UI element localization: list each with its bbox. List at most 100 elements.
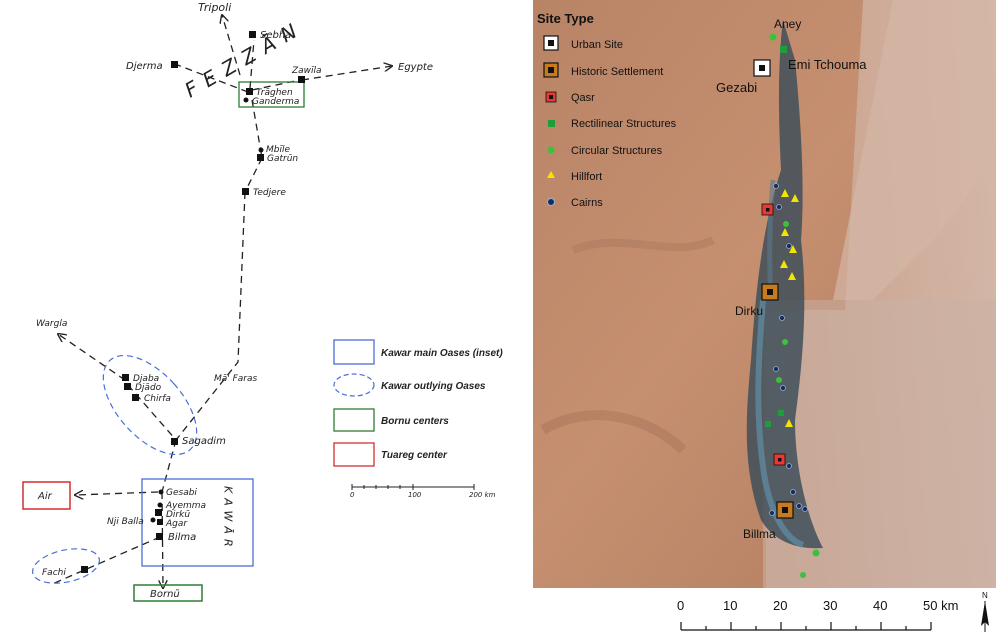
label-ma-faras: Mā' Faras bbox=[214, 374, 258, 384]
site-hillfort-5 bbox=[780, 260, 788, 268]
legend-swatch-kawar-outlying bbox=[333, 373, 375, 397]
legend-label-bornu: Bornu centers bbox=[381, 416, 449, 427]
label-gesabi: Gesabi bbox=[166, 488, 197, 498]
north-arrow-icon: N bbox=[981, 591, 989, 632]
label-air: Air bbox=[37, 491, 53, 502]
label-bornu: Bornū bbox=[150, 589, 180, 600]
scale-tick-30: 30 bbox=[823, 598, 837, 613]
legend-swatch-kawar-main bbox=[333, 339, 375, 365]
satellite-imagery bbox=[533, 0, 996, 640]
rectilinear-structure-icon bbox=[548, 120, 555, 127]
site-rectilinear-3 bbox=[778, 410, 784, 416]
outlying-oases-djado bbox=[102, 354, 198, 456]
route-kawar-air bbox=[75, 492, 159, 495]
marker-traghen bbox=[246, 88, 253, 95]
left-scale-tick-2: 200 km bbox=[469, 491, 496, 499]
site-markers bbox=[753, 33, 820, 578]
marker-bilma bbox=[156, 533, 163, 540]
marker-gesabi bbox=[158, 489, 164, 495]
marker-dirku bbox=[155, 509, 162, 516]
site-circular-4 bbox=[776, 377, 782, 383]
label-zawila: Zawīla bbox=[291, 66, 322, 76]
route-traghen-sebha bbox=[249, 39, 255, 89]
marker-sagadim bbox=[171, 438, 178, 445]
site-rectilinear-2 bbox=[765, 421, 771, 427]
left-scale-bar bbox=[351, 484, 475, 490]
label-fachi: Fachi bbox=[42, 568, 66, 578]
marker-nji-balla bbox=[150, 517, 156, 523]
site-circular-3 bbox=[782, 339, 788, 345]
satellite-site-map: Site Type Urban Site Historic Settlement… bbox=[533, 0, 996, 640]
circular-structure-icon bbox=[547, 146, 555, 154]
legend-item-rectilinear: Rectilinear Structures bbox=[571, 118, 677, 130]
label-tedjere: Tedjere bbox=[253, 188, 286, 198]
site-circular-1 bbox=[769, 33, 777, 41]
label-dirku: Dirkū bbox=[166, 510, 190, 520]
marker-sebha bbox=[249, 31, 256, 38]
hillfort-icon bbox=[547, 171, 555, 178]
site-hillfort-2 bbox=[791, 194, 799, 202]
label-billma: Billma bbox=[743, 527, 776, 541]
cairn-icon bbox=[547, 198, 555, 206]
label-chirfa: Chirfa bbox=[144, 394, 171, 404]
marker-djado bbox=[124, 383, 131, 390]
tuareg-center-box-air bbox=[22, 481, 71, 510]
label-dirku: Dirku bbox=[735, 304, 763, 318]
bornu-center-box-bornu bbox=[133, 584, 203, 602]
site-type-legend: Site Type Urban Site Historic Settlement… bbox=[537, 11, 677, 209]
label-mbile: Mbīle bbox=[266, 145, 290, 155]
label-ayemma: Ayemma bbox=[165, 501, 206, 511]
label-bilma: Bilma bbox=[168, 532, 196, 543]
scale-tick-40: 40 bbox=[873, 598, 887, 613]
label-djerma: Djerma bbox=[126, 61, 163, 72]
legend-item-circular: Circular Structures bbox=[571, 145, 663, 157]
legend-swatch-bornu bbox=[333, 408, 375, 432]
site-hillfort-1 bbox=[781, 189, 789, 197]
label-djaba: Djaba bbox=[133, 374, 159, 384]
left-scale-tick-1: 100 bbox=[408, 491, 422, 499]
marker-ayemma bbox=[157, 502, 163, 508]
right-scale-bar bbox=[680, 622, 932, 631]
site-hillfort-4 bbox=[789, 245, 797, 253]
site-circular-6 bbox=[800, 572, 806, 578]
label-traghen: Trāghen bbox=[256, 88, 293, 98]
bornu-center-box-traghen bbox=[238, 81, 305, 108]
marker-tedjere bbox=[242, 188, 249, 195]
marker-zawila bbox=[298, 76, 305, 83]
route-zawila-egypte bbox=[301, 66, 392, 81]
route-sagadim-gesabi bbox=[161, 439, 177, 493]
label-sagadim: Sagadim bbox=[182, 436, 226, 447]
site-circular-5 bbox=[812, 549, 820, 557]
kawar-route-map: Tripoli Sebha FEZZĀN Djerma Zawīla Egypt… bbox=[22, 1, 503, 602]
marker-mbile bbox=[258, 147, 264, 153]
site-rectilinear-1 bbox=[780, 46, 787, 53]
label-gezabi: Gezabi bbox=[716, 80, 757, 95]
route-djado-wargla bbox=[58, 334, 126, 381]
label-agar: Agar bbox=[165, 519, 188, 529]
route-tedjere-sagadim bbox=[175, 191, 246, 441]
marker-ganderma bbox=[243, 97, 249, 103]
marker-djaba bbox=[122, 374, 129, 381]
scale-tick-50: 50 km bbox=[923, 598, 958, 613]
legend-item-historic: Historic Settlement bbox=[571, 66, 663, 78]
legend-item-urban: Urban Site bbox=[571, 39, 623, 51]
legend-item-qasr: Qasr bbox=[571, 92, 595, 104]
town-markers bbox=[81, 31, 305, 573]
marker-fachi bbox=[81, 566, 88, 573]
label-gatrun: Gatrūn bbox=[267, 154, 298, 164]
kawar-main-oases-box bbox=[141, 478, 254, 567]
site-hillfort-3 bbox=[781, 228, 789, 236]
route-bilma-fachi bbox=[49, 536, 161, 586]
label-ganderma: Ganderma bbox=[252, 97, 299, 107]
north-label: N bbox=[982, 591, 988, 600]
label-djado: Djādo bbox=[135, 383, 162, 393]
cairn-cluster bbox=[769, 183, 808, 516]
marker-djerma bbox=[171, 61, 178, 68]
left-legend: Kawar main Oases (inset) Kawar outlying … bbox=[333, 339, 503, 467]
route-traghen-djerma bbox=[174, 63, 249, 93]
legend-title: Site Type bbox=[537, 11, 594, 26]
label-emi-tchouma: Emi Tchouma bbox=[788, 57, 867, 72]
label-wargla: Wargla bbox=[36, 319, 67, 329]
legend-item-hillfort: Hillfort bbox=[571, 171, 602, 183]
left-scale-tick-0: 0 bbox=[350, 491, 355, 499]
